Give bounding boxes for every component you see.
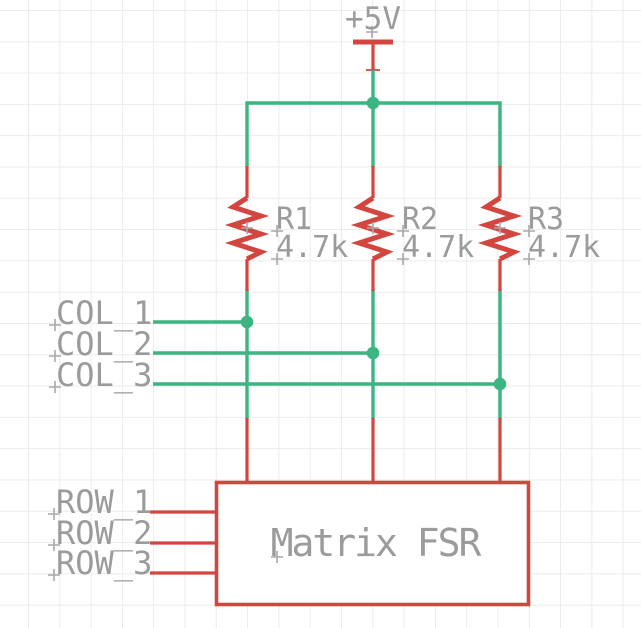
origin-cross bbox=[366, 26, 378, 38]
origin-cross bbox=[523, 225, 535, 237]
origin-cross bbox=[49, 350, 61, 362]
origin-cross bbox=[271, 225, 283, 237]
resistor-value-r1[interactable]: 4.7k bbox=[276, 230, 348, 265]
component-body[interactable] bbox=[214, 480, 531, 607]
net-wire-col2[interactable] bbox=[153, 289, 375, 419]
resistor-value-r3[interactable]: 4.7k bbox=[528, 230, 600, 265]
nets bbox=[153, 70, 507, 419]
net-label-row1[interactable]: ROW_1 bbox=[56, 483, 152, 521]
junction-dot[interactable] bbox=[366, 96, 380, 110]
net-wire-col3[interactable] bbox=[153, 289, 502, 419]
resistor-r1[interactable] bbox=[224, 166, 270, 291]
resistor-value-r2[interactable]: 4.7k bbox=[402, 230, 474, 265]
resistor-r3[interactable] bbox=[477, 166, 523, 291]
origin-cross bbox=[271, 253, 283, 265]
junction-dot[interactable] bbox=[493, 377, 507, 391]
origin-cross bbox=[367, 222, 379, 234]
junction-dot[interactable] bbox=[366, 346, 380, 360]
origin-cross bbox=[271, 551, 283, 563]
origin-cross bbox=[48, 539, 60, 551]
origin-cross bbox=[397, 253, 409, 265]
origin-cross bbox=[397, 225, 409, 237]
net-label-col1[interactable]: COL_1 bbox=[56, 294, 152, 332]
origin-cross bbox=[48, 508, 60, 520]
net-label-col3[interactable]: COL_3 bbox=[56, 356, 152, 394]
origin-cross bbox=[494, 222, 506, 234]
matrix-fsr-component[interactable] bbox=[150, 418, 531, 607]
resistor-r2[interactable] bbox=[350, 166, 396, 291]
origin-cross bbox=[49, 381, 61, 393]
net-wire-top-bus[interactable] bbox=[245, 101, 502, 167]
net-label-row2[interactable]: ROW_2 bbox=[56, 514, 152, 552]
origin-cross bbox=[523, 253, 535, 265]
net-label-col2[interactable]: COL_2 bbox=[56, 325, 152, 363]
junction-dot[interactable] bbox=[240, 315, 254, 329]
resistor-ref-r2[interactable]: R2 bbox=[402, 202, 438, 237]
net-label-row3[interactable]: ROW_3 bbox=[56, 544, 152, 582]
resistor-ref-r3[interactable]: R3 bbox=[528, 202, 564, 237]
resistor-ref-r1[interactable]: R1 bbox=[276, 202, 312, 237]
power-label[interactable]: +5V bbox=[345, 1, 401, 37]
origin-cross bbox=[48, 569, 60, 581]
origin-cross bbox=[241, 222, 253, 234]
origin-cross bbox=[49, 319, 61, 331]
component-name-label[interactable]: Matrix FSR bbox=[271, 521, 484, 565]
label-origin-crosses bbox=[48, 26, 535, 581]
